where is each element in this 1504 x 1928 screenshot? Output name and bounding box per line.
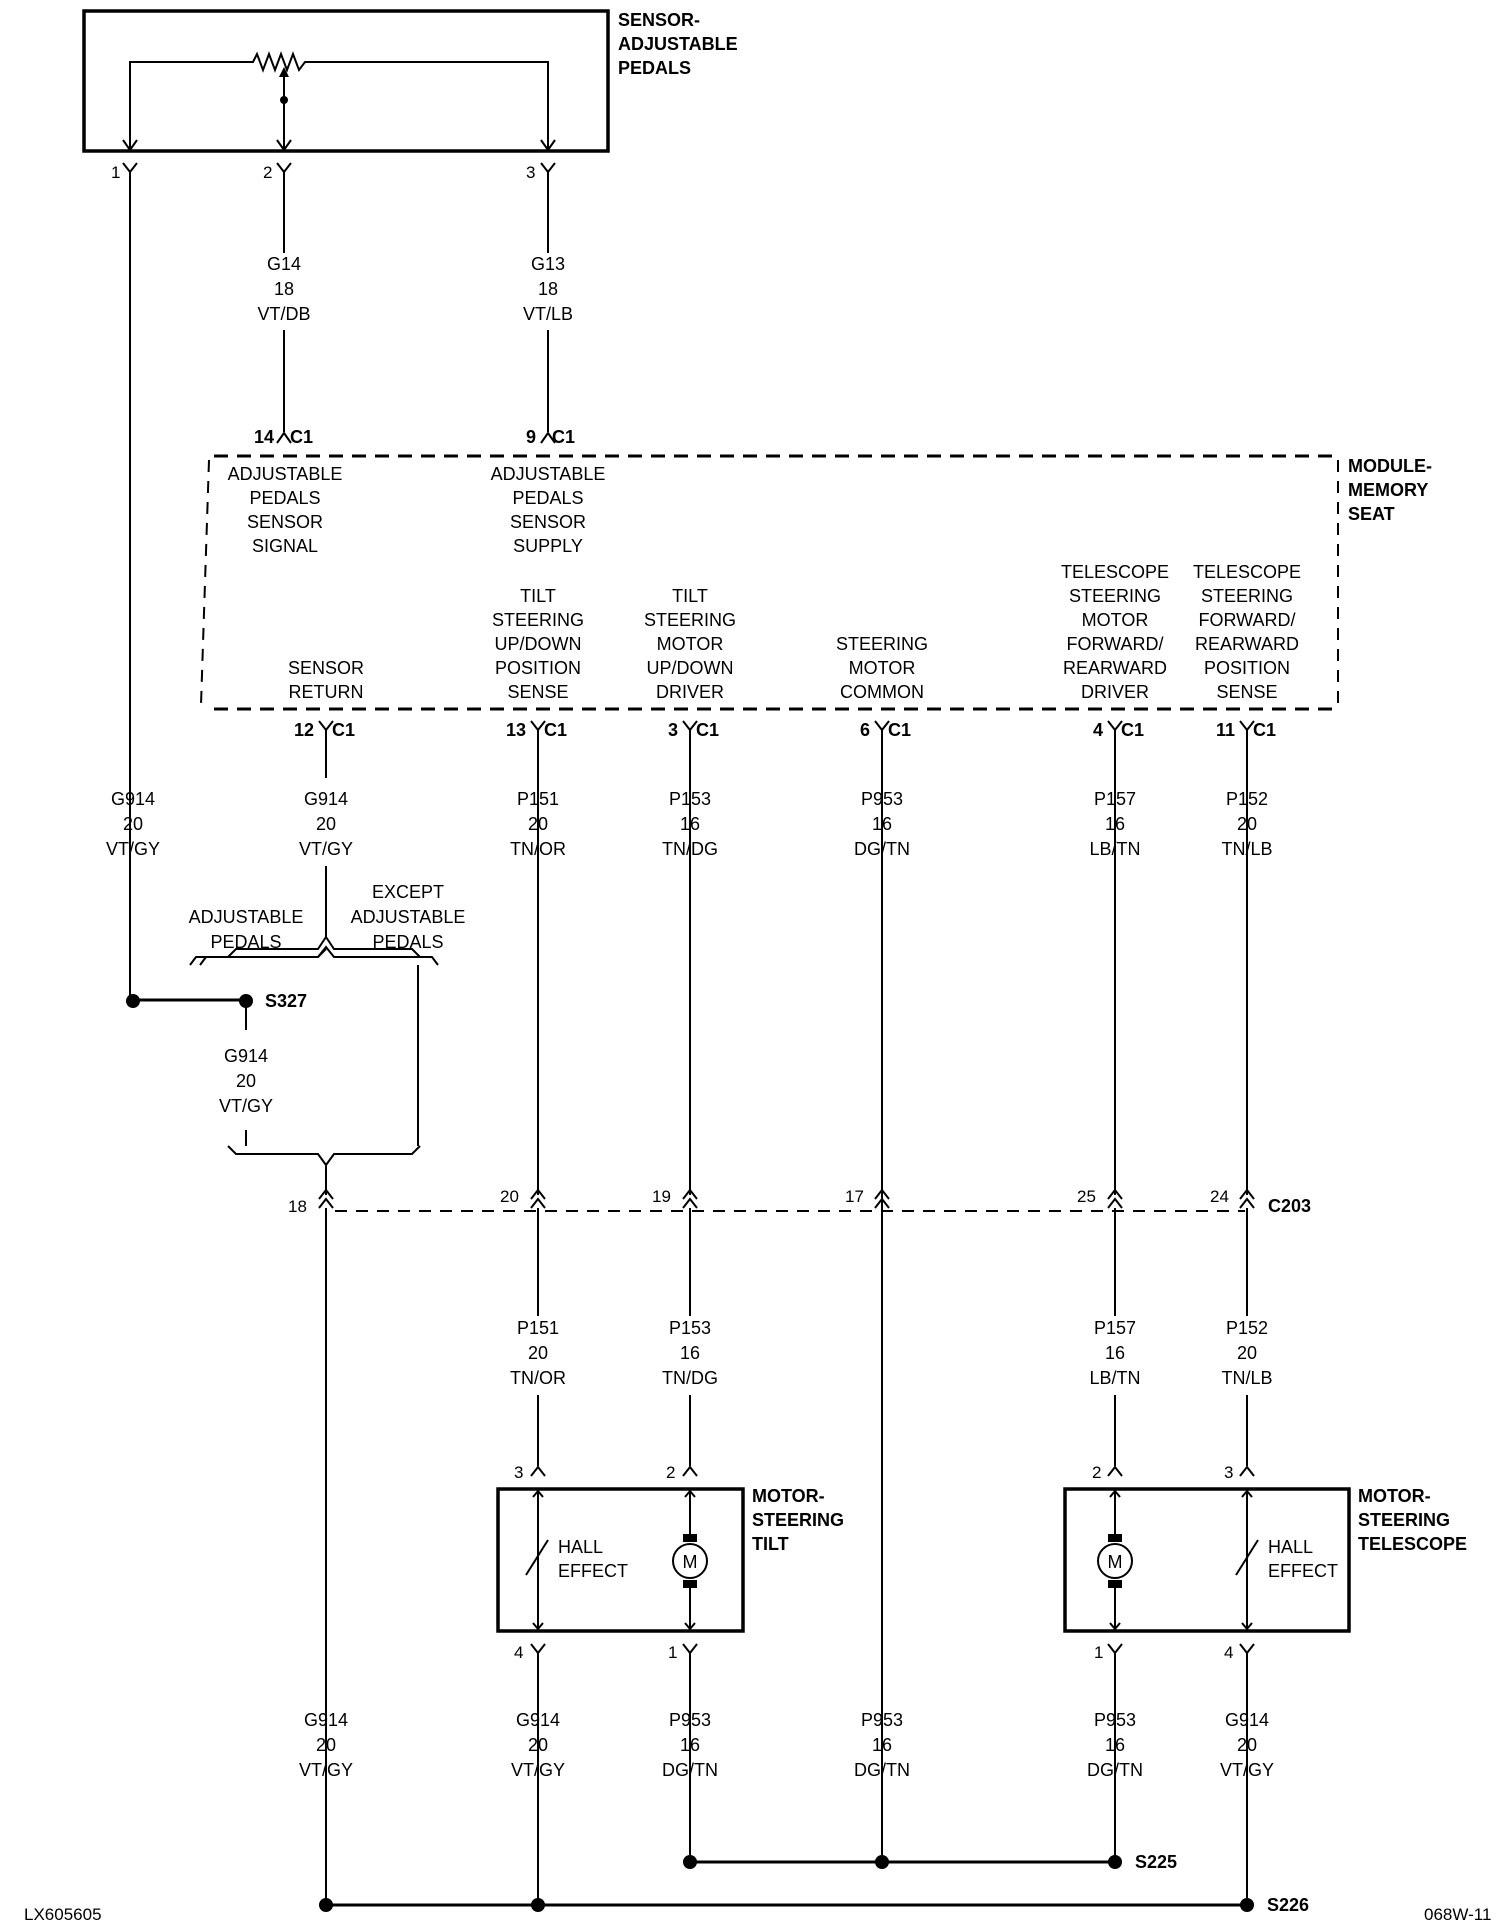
sensor-pin-3: 3 bbox=[526, 163, 535, 182]
splice-s226: S226 bbox=[319, 1895, 1309, 1915]
s225-label: S225 bbox=[1135, 1852, 1177, 1872]
tele-pin-1: 1 bbox=[1094, 1643, 1103, 1662]
s225-dot-3 bbox=[1108, 1855, 1122, 1869]
c203-pin-19: 19 bbox=[652, 1187, 671, 1206]
s226-dot-1 bbox=[319, 1898, 333, 1912]
c203-label: C203 bbox=[1268, 1196, 1311, 1216]
s225-dot-1 bbox=[683, 1855, 697, 1869]
splice-s225: S225 bbox=[683, 1852, 1177, 1872]
connector-c203: 18 20 19 17 25 24 C203 bbox=[288, 1187, 1311, 1216]
sensor-pins: 1 2 3 bbox=[111, 162, 556, 182]
tilt-motor-symbol bbox=[672, 1543, 708, 1579]
c203-pin-20: 20 bbox=[500, 1187, 519, 1206]
sensor-pin-2: 2 bbox=[263, 163, 272, 182]
tilt-pin-4: 4 bbox=[514, 1643, 523, 1662]
tilt-pin-1: 1 bbox=[668, 1643, 677, 1662]
tilt-pin-2: 2 bbox=[666, 1463, 675, 1482]
s226-dot-2 bbox=[531, 1898, 545, 1912]
svg-text:M: M bbox=[683, 1552, 698, 1572]
c203-pin-25: 25 bbox=[1077, 1187, 1096, 1206]
s327-dot-left bbox=[126, 994, 140, 1008]
s327-label: S327 bbox=[265, 991, 307, 1011]
tele-pin-3: 3 bbox=[1224, 1463, 1233, 1482]
s226-dot-3 bbox=[1240, 1898, 1254, 1912]
s225-dot-2 bbox=[875, 1855, 889, 1869]
tele-motor-symbol bbox=[1097, 1543, 1133, 1579]
c203-pin-18: 18 bbox=[288, 1197, 307, 1216]
footer-left: LX605605 bbox=[24, 1905, 102, 1924]
tele-pin-2: 2 bbox=[1092, 1463, 1101, 1482]
footer-right: 068W-11 bbox=[1424, 1905, 1491, 1924]
c203-pin-24: 24 bbox=[1210, 1187, 1229, 1206]
c203-pin-17: 17 bbox=[845, 1187, 864, 1206]
svg-text:M: M bbox=[1108, 1552, 1123, 1572]
tele-pin-4: 4 bbox=[1224, 1643, 1233, 1662]
s327-dot-right bbox=[239, 994, 253, 1008]
tilt-pin-3: 3 bbox=[514, 1463, 523, 1482]
s226-label: S226 bbox=[1267, 1895, 1309, 1915]
sensor-pin-1: 1 bbox=[111, 163, 120, 182]
